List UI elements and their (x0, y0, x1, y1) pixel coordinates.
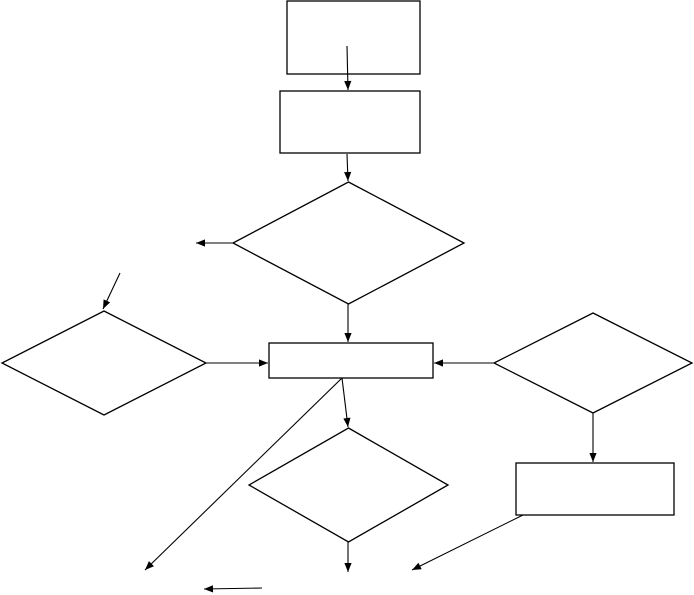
decision-top-diamond (231, 181, 466, 305)
decision-right-diamond (492, 312, 694, 414)
edge-decision-right-to-box-right-lower-arrowhead (589, 453, 597, 462)
decision-bottom-diamond (247, 427, 450, 543)
edge-loose-bottom-arrow-line (203, 587, 263, 590)
edge-box-right-lower-to-bottom-exit-arrowhead (412, 562, 422, 570)
edge-decision-left-to-center-arrowhead (259, 359, 268, 367)
edge-box-right-lower-to-bottom-exit-line (411, 514, 524, 571)
box-top-box (286, 0, 421, 75)
box-center-box (268, 342, 434, 379)
edge-inside-top-box-arrowhead (344, 80, 352, 90)
box-second-box (279, 90, 421, 154)
edge-decision-top-to-center-arrowhead (344, 333, 352, 342)
edge-decision-right-to-center-arrowhead (434, 359, 443, 367)
edge-incoming-to-decision-left-arrowhead (103, 299, 111, 309)
edge-center-to-decision-bottom-arrowhead (343, 417, 351, 427)
box-right-lower-box (515, 462, 675, 516)
edge-center-to-bottom-left-exit-line (144, 377, 343, 571)
decision-left-diamond (0, 310, 208, 416)
edge-center-to-bottom-left-exit-arrowhead (145, 561, 154, 570)
edge-decision-bottom-to-bottom-exit-arrowhead (344, 563, 352, 572)
edge-decision-top-to-left-exit-arrowhead (196, 239, 205, 247)
edge-loose-bottom-arrow-arrowhead (204, 585, 214, 593)
edge-second-to-decision-top-arrowhead (344, 171, 352, 181)
